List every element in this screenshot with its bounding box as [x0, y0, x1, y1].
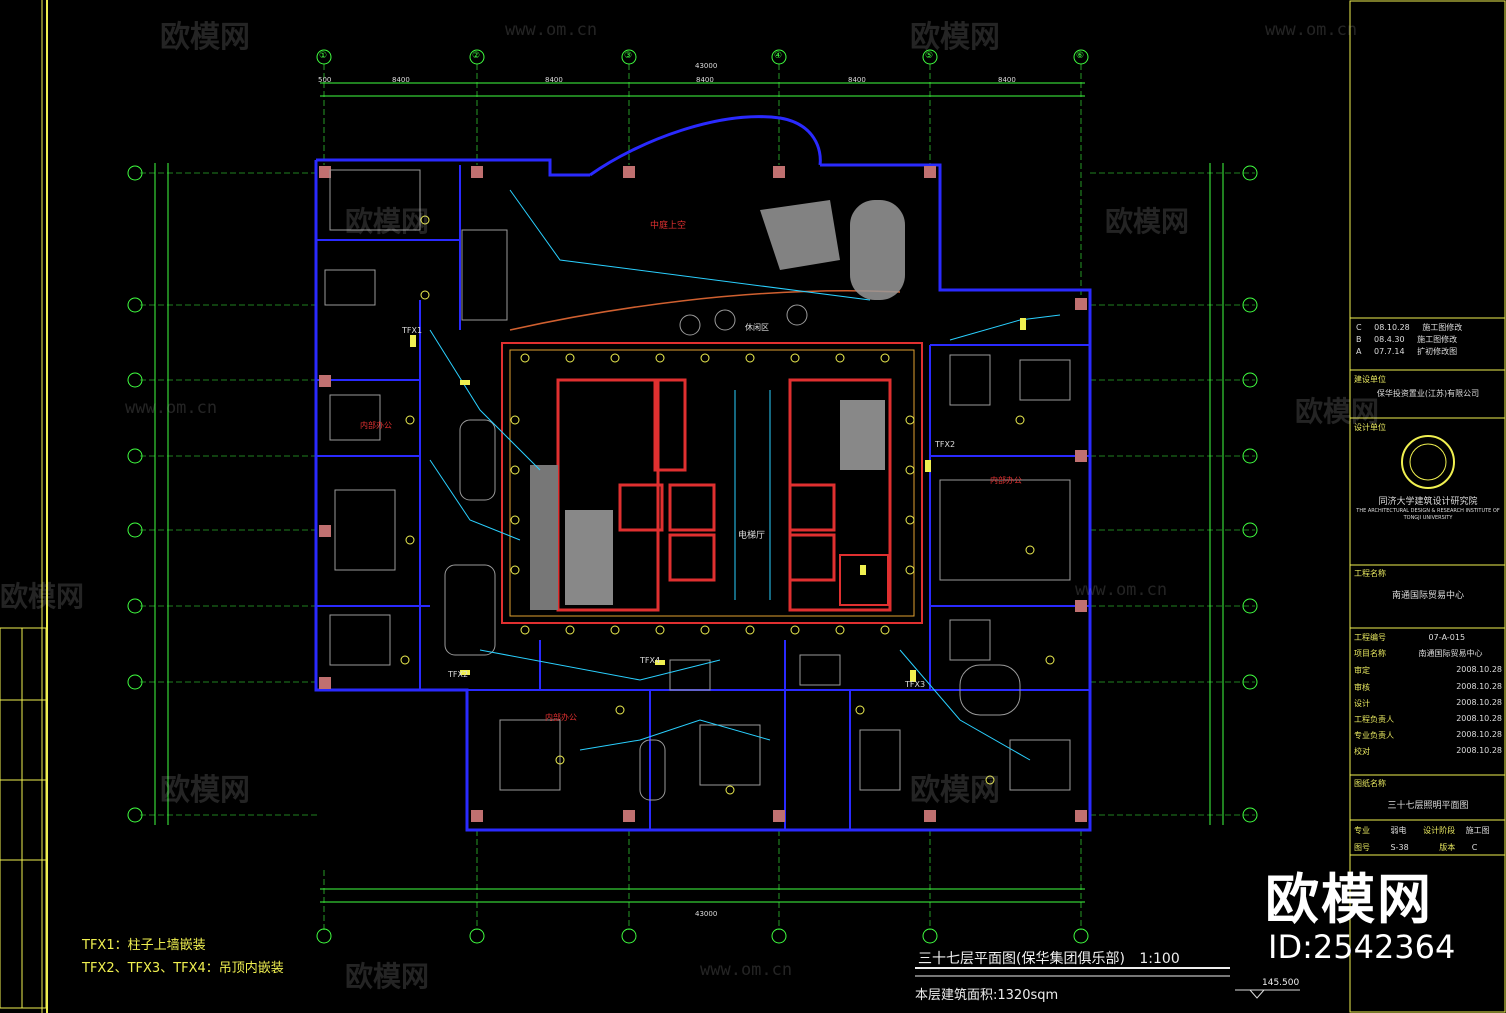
watermark-brand: 欧模网 [1105, 205, 1190, 238]
axis-label-top-5: ⑤ [925, 51, 934, 61]
client-label: 建设单位 [1354, 375, 1386, 384]
wiring [429, 189, 1061, 761]
legend-note-1: TFX1：柱子上墙嵌装 [82, 938, 206, 953]
panel-tfx3: TFX3 [905, 680, 926, 689]
watermark-url: www.om.cn [505, 20, 598, 40]
room-label-lounge: 休闲区 [745, 323, 769, 332]
designer-name-en: THE ARCHITECTURAL DESIGN & RESEARCH INST… [1356, 508, 1500, 521]
room-label-office-2: 内部办公 [990, 476, 1022, 485]
revision-row: C 08.10.28 施工图修改 [1356, 323, 1463, 332]
watermark-brand: 欧模网 [910, 773, 1000, 808]
panel-tfx1: TFX1 [402, 326, 423, 335]
axis-label-top-4: ④ [774, 51, 783, 61]
panel-tfx4: TFX4 [640, 656, 661, 665]
axis-grid-lines [140, 64, 1255, 930]
atrium-sculpture [760, 200, 905, 300]
dim-top-5: 8400 [998, 76, 1016, 84]
dim-top-0: 500 [318, 76, 332, 84]
watermark-brand: 欧模网 [345, 205, 430, 238]
axis-bubbles [127, 49, 1258, 944]
project-label: 工程名称 [1354, 569, 1386, 578]
watermark-logo-large: 欧模网 [1265, 868, 1433, 931]
axis-label-top-1: ① [319, 51, 328, 61]
watermark-url: www.om.cn [1265, 20, 1358, 40]
core-area [501, 342, 923, 624]
furniture [324, 169, 1071, 801]
elevation-label: 145.500 [1262, 978, 1300, 988]
watermark-brand: 欧模网 [160, 773, 250, 808]
panel-tfx2: TFX2 [935, 440, 956, 449]
drawing-title-text: 三十七层平面图(保华集团俱乐部) [918, 951, 1125, 967]
watermark-brand: 欧模网 [345, 960, 430, 993]
institute-seal-icon [1401, 435, 1455, 489]
left-stamp-box [0, 627, 47, 1009]
dim-top-2: 8400 [545, 76, 563, 84]
dim-top-1: 8400 [392, 76, 410, 84]
client-name: 保华投资置业(江苏)有限公司 [1376, 389, 1480, 398]
panel-tfx2-b: TFX2 [448, 670, 469, 679]
watermark-url: www.om.cn [1075, 580, 1168, 600]
elevation-marker [1235, 989, 1300, 999]
dim-top-4: 8400 [848, 76, 866, 84]
title-block-frame [1349, 0, 1506, 1013]
sub-project-row: 项目名称 南通国际贸易中心 [1354, 649, 1483, 658]
watermark-brand: 欧模网 [160, 20, 250, 55]
drawing-scale: 1:100 [1139, 951, 1180, 967]
axis-label-top-6: ⑥ [1076, 51, 1085, 61]
partitions [316, 165, 1090, 830]
top-dimensions [320, 82, 1085, 903]
sheet-number-row: 图号 S-38 版本 C [1354, 843, 1478, 852]
columns [319, 166, 1087, 822]
room-label-office: 内部办公 [360, 421, 392, 430]
watermark-url: www.om.cn [700, 960, 793, 980]
drawing-title: 三十七层平面图(保华集团俱乐部) 1:100 [918, 948, 1180, 968]
axis-label-top-3: ③ [624, 51, 633, 61]
title-block: C 08.10.28 施工图修改 B 08.4.30 施工图修改 A 07.7.… [1350, 0, 1506, 1013]
revision-row: B 08.4.30 施工图修改 [1356, 335, 1458, 344]
project-number-row: 工程编号 07-A-015 [1354, 633, 1466, 642]
light-fixtures [400, 215, 1055, 795]
revision-row: A 07.7.14 扩初修改图 [1356, 347, 1458, 356]
project-name: 南通国际贸易中心 [1391, 591, 1464, 601]
floor-area-label: 本层建筑面积:1320sqm [915, 988, 1059, 1003]
discipline-row: 专业 弱电 设计阶段 施工图 [1354, 826, 1490, 835]
watermark-brand: 欧模网 [910, 20, 1000, 55]
dim-total-bottom: 43000 [695, 910, 718, 918]
watermark-url: www.om.cn [125, 398, 218, 418]
watermark-brand: 欧模网 [1295, 395, 1380, 428]
building-outline [314, 115, 1092, 832]
legend-note-2: TFX2、TFX3、TFX4：吊顶内嵌装 [82, 961, 284, 976]
room-label-atrium: 中庭上空 [650, 221, 687, 231]
axis-label-top-2: ② [472, 51, 481, 61]
dim-total-top: 43000 [695, 62, 718, 70]
room-label-lobby: 电梯厅 [738, 531, 766, 541]
designer-name: 同济大学建筑设计研究院 [1378, 497, 1478, 507]
sheet-title-label: 图纸名称 [1354, 779, 1386, 788]
room-label-office-3: 内部办公 [545, 713, 577, 722]
sheet-title: 三十七层照明平面图 [1387, 801, 1469, 811]
dim-top-3: 8400 [696, 76, 714, 84]
watermark-id-label: ID:2542364 [1268, 928, 1456, 966]
watermark-brand: 欧模网 [0, 580, 85, 613]
designer-label: 设计单位 [1354, 423, 1386, 432]
